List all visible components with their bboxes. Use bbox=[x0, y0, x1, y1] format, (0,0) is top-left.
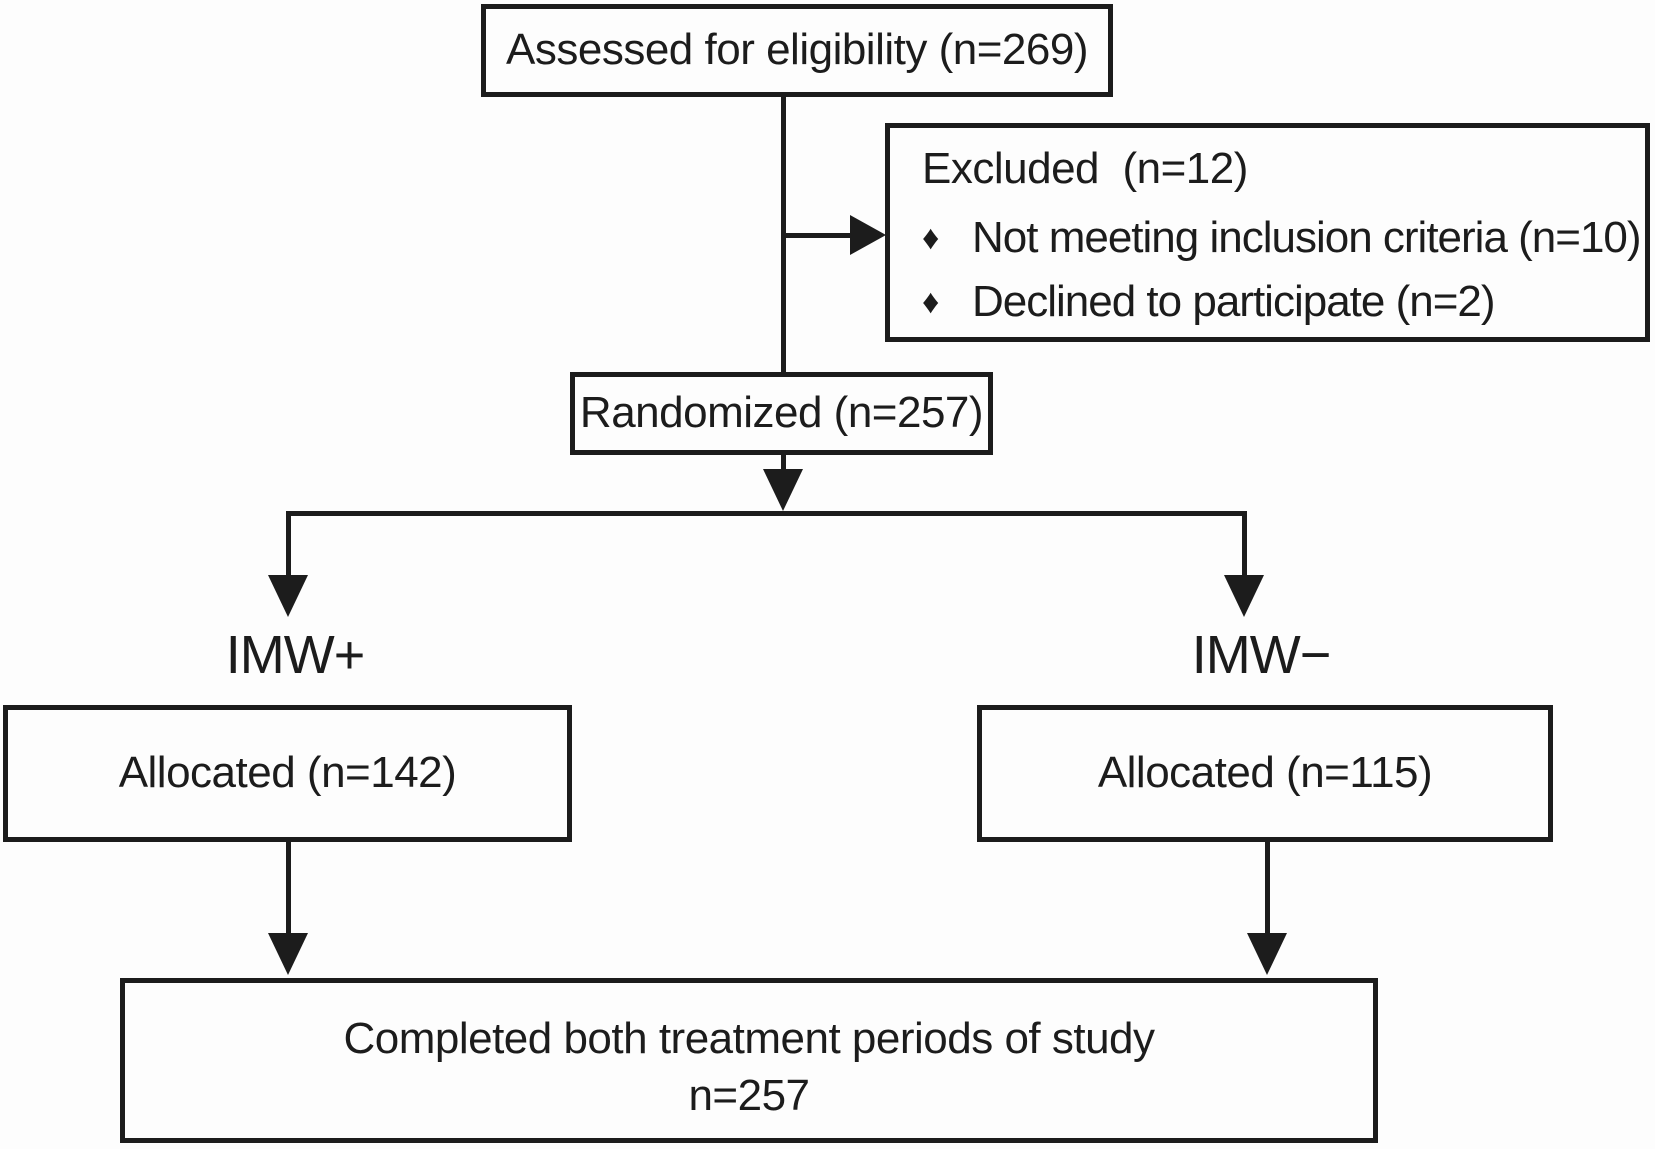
arrow-down-icon bbox=[763, 469, 803, 511]
allocated-right-label: Allocated (n=115) bbox=[1097, 748, 1433, 798]
excluded-bullet-text: Declined to participate (n=2) bbox=[972, 276, 1496, 326]
arrow-right-icon bbox=[850, 215, 886, 255]
excluded-box: Excluded (n=12) ♦ Not meeting inclusion … bbox=[885, 123, 1650, 342]
excluded-bullet-list: ♦ Not meeting inclusion criteria (n=10) … bbox=[922, 206, 1642, 334]
connector-allocated-left-completed bbox=[286, 842, 291, 934]
completed-text: Completed both treatment periods of stud… bbox=[343, 998, 1155, 1124]
connector-branch-left bbox=[286, 511, 291, 577]
connector-excluded bbox=[785, 233, 852, 238]
connector-branch-right bbox=[1242, 511, 1247, 577]
arrow-down-icon bbox=[1247, 933, 1287, 975]
allocated-right-box: Allocated (n=115) bbox=[977, 705, 1553, 842]
diamond-bullet-icon: ♦ bbox=[922, 283, 939, 321]
branch-line bbox=[286, 511, 1246, 516]
assessed-eligibility-label: Assessed for eligibility (n=269) bbox=[506, 25, 1088, 75]
arm-label-imw-minus: IMW− bbox=[1191, 625, 1332, 685]
allocated-left-box: Allocated (n=142) bbox=[3, 705, 572, 842]
randomized-box: Randomized (n=257) bbox=[570, 372, 993, 455]
connector-randomized-branch bbox=[781, 455, 786, 471]
excluded-title: Excluded (n=12) bbox=[922, 144, 1248, 193]
assessed-eligibility-box: Assessed for eligibility (n=269) bbox=[481, 4, 1113, 97]
randomized-label: Randomized (n=257) bbox=[579, 388, 984, 438]
arm-label-imw-plus: IMW+ bbox=[225, 625, 366, 685]
allocated-left-label: Allocated (n=142) bbox=[118, 748, 457, 798]
excluded-bullet-item: ♦ Declined to participate (n=2) bbox=[922, 270, 1641, 334]
arrow-down-icon bbox=[268, 575, 308, 617]
diamond-bullet-icon: ♦ bbox=[922, 219, 939, 257]
arrow-down-icon bbox=[1224, 575, 1264, 617]
connector-assessed-randomized bbox=[781, 97, 786, 372]
connector-allocated-right-completed bbox=[1265, 842, 1270, 934]
completed-line1: Completed both treatment periods of stud… bbox=[343, 1013, 1155, 1063]
completed-box: Completed both treatment periods of stud… bbox=[120, 978, 1378, 1143]
completed-line2: n=257 bbox=[688, 1070, 810, 1120]
excluded-bullet-text: Not meeting inclusion criteria (n=10) bbox=[972, 212, 1642, 262]
excluded-bullet-item: ♦ Not meeting inclusion criteria (n=10) bbox=[922, 206, 1642, 270]
arrow-down-icon bbox=[268, 933, 308, 975]
